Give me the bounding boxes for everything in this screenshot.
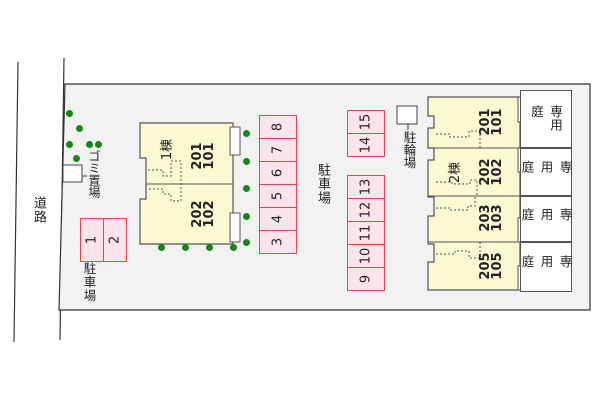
parking-space[interactable]: 3 bbox=[259, 230, 297, 254]
tree-icon bbox=[95, 141, 102, 148]
parking-space[interactable]: 14 bbox=[347, 133, 385, 157]
private-garden-4: 専用庭 bbox=[520, 242, 573, 292]
unit-label[interactable]: 205 105 bbox=[478, 252, 505, 280]
parking-space[interactable]: 11 bbox=[347, 221, 385, 245]
parking-space[interactable]: 5 bbox=[259, 184, 297, 208]
parking-space[interactable]: 15 bbox=[347, 110, 385, 134]
bicycle-parking-label: 駐輪場 bbox=[401, 131, 417, 169]
parking-space[interactable]: 13 bbox=[347, 175, 385, 199]
tree-icon bbox=[182, 244, 189, 251]
building-1-stairs bbox=[148, 160, 182, 202]
parking-label-center: 駐車場 bbox=[315, 163, 330, 205]
parking-space[interactable]: 7 bbox=[259, 138, 297, 162]
parking-space[interactable]: 2 bbox=[103, 218, 127, 262]
parking-space[interactable]: 4 bbox=[259, 207, 297, 231]
tree-icon bbox=[243, 130, 250, 137]
tree-icon bbox=[66, 141, 73, 148]
tree-icon bbox=[243, 185, 250, 192]
unit-label[interactable]: 201 101 bbox=[190, 142, 217, 170]
unit-label[interactable]: 203 103 bbox=[478, 204, 505, 232]
tree-icon bbox=[243, 239, 250, 246]
building-2-outline bbox=[427, 96, 521, 291]
road-edge-left bbox=[13, 61, 19, 343]
tree-icon bbox=[76, 125, 83, 132]
unit-label[interactable]: 202 102 bbox=[478, 158, 505, 186]
garbage-shed bbox=[62, 164, 83, 183]
building-1-balcony-2 bbox=[229, 212, 241, 243]
parking-space[interactable]: 10 bbox=[347, 244, 385, 268]
tree-icon bbox=[206, 244, 213, 251]
tree-icon bbox=[243, 213, 250, 220]
parking-label-left: 駐車場 bbox=[81, 262, 97, 303]
road-label: 道路 bbox=[31, 196, 46, 224]
tree-icon bbox=[230, 244, 237, 251]
parking-space[interactable]: 12 bbox=[347, 198, 385, 222]
bicycle-shed bbox=[396, 105, 418, 125]
private-garden-1: 専用庭 bbox=[520, 90, 572, 148]
parking-space[interactable]: 8 bbox=[259, 115, 297, 139]
tree-icon bbox=[66, 110, 73, 117]
tree-icon bbox=[243, 158, 250, 165]
building-2-name: 2棟 bbox=[448, 161, 464, 184]
tree-icon bbox=[158, 244, 165, 251]
tree-icon bbox=[86, 141, 93, 148]
building-1-name: 1棟 bbox=[160, 138, 176, 161]
building-1-balcony-1 bbox=[229, 126, 241, 156]
unit-label[interactable]: 202 102 bbox=[190, 200, 217, 228]
unit-label[interactable]: 201 101 bbox=[478, 108, 505, 136]
parking-space[interactable]: 6 bbox=[259, 161, 297, 185]
garbage-area-label: ゴミ置場 bbox=[87, 150, 101, 198]
private-garden-2: 専用庭 bbox=[520, 148, 573, 196]
tree-icon bbox=[73, 155, 80, 162]
private-garden-3: 専用庭 bbox=[520, 196, 573, 242]
parking-space[interactable]: 1 bbox=[80, 218, 104, 262]
parking-space[interactable]: 9 bbox=[347, 267, 385, 291]
